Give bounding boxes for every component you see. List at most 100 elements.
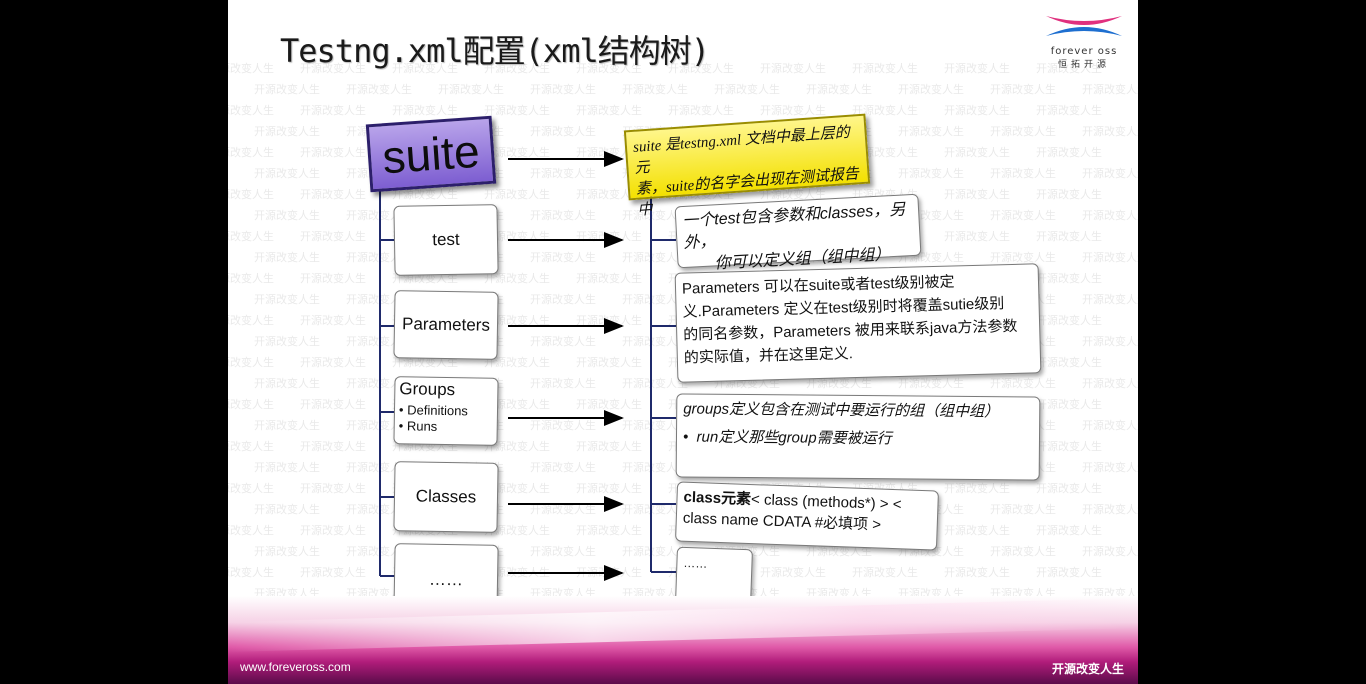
watermark-text: 开源改变人生 [254,419,320,432]
watermark-text: 开源改变人生 [1082,83,1138,96]
logo-mark-icon [1046,16,1122,36]
watermark-text: 开源改变人生 [392,62,458,75]
watermark-text: 开源改变人生 [1082,419,1138,432]
classes-description-bold: class元素 [683,488,752,509]
watermark-text: 开源改变人生 [576,482,642,495]
watermark-text: 开源改变人生 [300,146,366,159]
watermark-text: 开源改变人生 [990,209,1056,222]
watermark-text: 开源改变人生 [484,62,550,75]
footer-slogan: 开源改变人生 [1051,662,1124,676]
watermark-text: 开源改变人生 [300,566,366,579]
watermark-text: 开源改变人生 [254,167,320,180]
watermark-text: 开源改变人生 [760,566,826,579]
watermark-text: 开源改变人生 [1036,566,1102,579]
watermark-text: 开源改变人生 [300,188,366,201]
watermark-text: 开源改变人生 [1036,314,1102,327]
groups-node-bullets: • Definitions • Runs [399,402,494,436]
watermark-text: 开源改变人生 [1082,209,1138,222]
test-description: 一个test包含参数和classes，另外， 你可以定义组（组中组） [674,193,922,272]
watermark-text: 开源改变人生 [990,167,1056,180]
watermark-text: 开源改变人生 [530,167,596,180]
watermark-text: 开源改变人生 [1082,335,1138,348]
watermark-text: 开源改变人生 [622,419,688,432]
watermark-text: 开源改变人生 [300,314,366,327]
watermark-text: 开源改变人生 [530,419,596,432]
logo-chinese: 恒拓开源 [1057,60,1110,70]
watermark-text: 开源改变人生 [714,83,780,96]
watermark-text: 开源改变人生 [944,230,1010,243]
watermark-text: 开源改变人生 [254,293,320,306]
watermark-text: 开源改变人生 [530,125,596,138]
watermark-text: 开源改变人生 [1036,272,1102,285]
watermark-text: 开源改变人生 [530,377,596,390]
watermark-text: 开源改变人生 [228,272,274,285]
parameters-node: Parameters [393,290,499,360]
watermark-text: 开源改变人生 [898,377,964,390]
watermark-text: 开源改变人生 [990,377,1056,390]
watermark-text: 开源改变人生 [622,83,688,96]
watermark-text: 开源改变人生 [484,146,550,159]
watermark-text: 开源改变人生 [392,188,458,201]
watermark-text: 开源改变人生 [944,146,1010,159]
watermark-text: 开源改变人生 [438,83,504,96]
watermark-text: 开源改变人生 [254,545,320,558]
page-title: Testng.xml配置(xml结构树) [280,32,710,70]
watermark-text: 开源改变人生 [622,545,688,558]
watermark-text: 开源改变人生 [228,104,274,117]
footer-url: www.foreveross.com [240,660,351,674]
watermark-text: 开源改变人生 [484,524,550,537]
watermark-text: 开源改变人生 [1036,188,1102,201]
watermark-text: 开源改变人生 [530,251,596,264]
watermark-text: 开源改变人生 [944,104,1010,117]
watermark-text: 开源改变人生 [668,62,734,75]
watermark-text: 开源改变人生 [484,440,550,453]
watermark-text: 开源改变人生 [622,461,688,474]
watermark-text: 开源改变人生 [576,440,642,453]
watermark-text: 开源改变人生 [1036,356,1102,369]
watermark-text: 开源改变人生 [622,293,688,306]
watermark-text: 开源改变人生 [530,335,596,348]
watermark-text: 开源改变人生 [228,398,274,411]
watermark-text: 开源改变人生 [990,503,1056,516]
watermark-text: 开源改变人生 [1082,251,1138,264]
watermark-text: 开源改变人生 [852,146,918,159]
watermark-text: 开源改变人生 [300,524,366,537]
watermark-text: 开源改变人生 [1036,104,1102,117]
watermark-text: 开源改变人生 [300,356,366,369]
watermark-text: 开源改变人生 [1036,62,1102,75]
watermark-text: 开源改变人生 [668,104,734,117]
connectors [379,151,676,581]
watermark-text: 开源改变人生 [576,62,642,75]
watermark-text: 开源改变人生 [228,356,274,369]
watermark-text: 开源改变人生 [760,104,826,117]
watermark-text: 开源改变人生 [254,209,320,222]
watermark-text: 开源改变人生 [530,83,596,96]
watermark-text: 开源改变人生 [806,545,872,558]
watermark-text: 开源改变人生 [530,293,596,306]
watermark-text: 开源改变人生 [1082,125,1138,138]
groups-description-bullet: • run定义那些group需要被运行 [682,428,892,448]
classes-description: class元素< class (methods*) > < class name… [675,481,939,551]
watermark-text: 开源改变人生 [944,188,1010,201]
watermark-text: 开源改变人生 [300,104,366,117]
watermark-text: 开源改变人生 [1082,461,1138,474]
watermark-text: 开源改变人生 [576,104,642,117]
test-node: test [393,204,499,276]
groups-bullet-definitions: • Definitions [398,402,469,419]
watermark-text: 开源改变人生 [1036,482,1102,495]
watermark-text: 开源改变人生 [852,62,918,75]
groups-description: groups定义包含在测试中要运行的组（组中组） • run定义那些group需… [675,393,1041,481]
watermark-text: 开源改变人生 [806,377,872,390]
groups-node-label: Groups [399,379,456,400]
watermark-text: 开源改变人生 [898,125,964,138]
watermark-text: 开源改变人生 [576,356,642,369]
watermark-text: 开源改变人生 [530,503,596,516]
watermark-text: 开源改变人生 [852,566,918,579]
watermark-text: 开源改变人生 [1082,293,1138,306]
suite-node: suite [365,115,497,193]
watermark-text: 开源改变人生 [576,398,642,411]
groups-bullet-runs: • Runs [398,418,438,434]
watermark-text: 开源改变人生 [484,188,550,201]
watermark-text: 开源改变人生 [760,62,826,75]
watermark-text: 开源改变人生 [484,314,550,327]
